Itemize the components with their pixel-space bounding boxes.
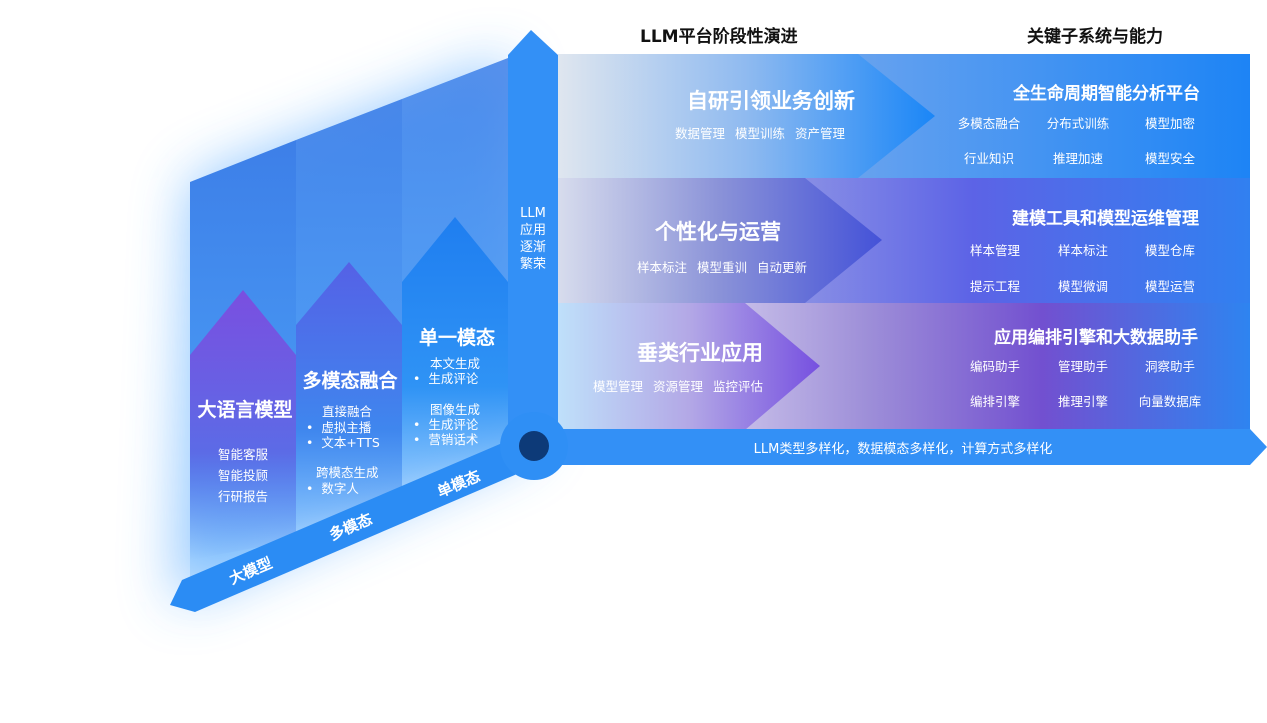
group-heading: 本文生成 [430, 356, 481, 371]
horizontal-axis-label: LLM类型多样化，数据模态多样化，计算方式多样化 [753, 442, 1053, 457]
system-2-title: 建模工具和模型运维管理 [1012, 209, 1199, 229]
header-evolution: LLM平台阶段性演进 [640, 27, 798, 47]
bullet-item: • 文本+TTS [306, 434, 380, 451]
column-llm-items: 智能客服 智能投顾 行研报告 [218, 444, 268, 507]
capability-item: 样本标注 [1057, 243, 1108, 258]
group-heading: 跨模态生成 [316, 465, 379, 480]
arrow-unimodal [402, 217, 508, 500]
label-line: 应用 [519, 223, 546, 238]
capability-item: 样本管理 [969, 243, 1020, 258]
column-title-unimodal: 单一模态 [418, 327, 496, 349]
capability-item: 模型加密 [1144, 116, 1195, 131]
origin-dot [519, 431, 549, 461]
diagonal-axis-arrow [170, 432, 545, 612]
bullet-dot: • [306, 420, 314, 435]
bullet-dot: • [306, 435, 314, 450]
capability-item: 模型安全 [1144, 151, 1195, 166]
stage-1-title: 自研引领业务创新 [687, 89, 855, 113]
column-item: 行研报告 [217, 489, 269, 504]
bullet-item: • 数字人 [306, 480, 359, 497]
arrow-llm [190, 290, 296, 560]
bullet-text: 虚拟主播 [321, 420, 372, 435]
system-3-title: 应用编排引擎和大数据助手 [994, 328, 1198, 348]
system-1-title: 全生命周期智能分析平台 [1013, 84, 1200, 104]
bullet-dot: • [306, 481, 314, 496]
bullet-text: 生成评论 [428, 371, 479, 386]
capability-item: 推理加速 [1052, 151, 1103, 166]
stage-2-subtitle: 样本标注 模型重训 自动更新 [637, 260, 807, 275]
chevron-3 [558, 303, 820, 430]
capability-item: 多模态融合 [957, 116, 1021, 131]
capability-item: 推理引擎 [1057, 394, 1108, 409]
capability-item: 编码助手 [969, 359, 1020, 374]
bullet-text: 数字人 [321, 481, 359, 496]
capability-item: 分布式训练 [1046, 116, 1110, 131]
column-item: 智能客服 [217, 447, 269, 462]
horizontal-axis-arrow [540, 429, 1267, 465]
chevron-2 [558, 178, 882, 303]
capability-item: 向量数据库 [1138, 394, 1202, 409]
column-item: 智能投顾 [217, 468, 269, 483]
capability-item: 模型仓库 [1144, 243, 1195, 258]
bullet-item: • 营销话术 [413, 431, 478, 448]
bullet-text: 生成评论 [428, 417, 479, 432]
label-line: 逐渐 [519, 240, 546, 255]
label-line: LLM [520, 206, 546, 221]
capability-item: 提示工程 [969, 279, 1020, 294]
group-heading: 直接融合 [322, 404, 373, 419]
bullet-item: • 虚拟主播 [306, 419, 371, 436]
capability-item: 编排引擎 [969, 394, 1020, 409]
bullet-dot: • [413, 432, 421, 447]
capability-item: 管理助手 [1057, 359, 1108, 374]
capability-item: 模型微调 [1057, 279, 1108, 294]
stage-3-title: 垂类行业应用 [637, 341, 763, 365]
vertical-axis-arrow [508, 30, 558, 446]
vertical-axis-label: LLM 应用 逐渐 繁荣 [518, 205, 548, 273]
capability-item: 模型运营 [1144, 279, 1195, 294]
chevron-1 [558, 54, 935, 178]
column-title-llm: 大语言模型 [197, 399, 293, 421]
header-capabilities: 关键子系统与能力 [1027, 27, 1163, 47]
label-line: 繁荣 [519, 257, 546, 272]
column-title-multimodal: 多模态融合 [302, 370, 398, 392]
bullet-item: • 生成评论 [413, 370, 478, 387]
bullet-dot: • [413, 371, 421, 386]
bullet-text: 文本+TTS [321, 435, 380, 450]
bullet-dot: • [413, 417, 421, 432]
capability-item: 洞察助手 [1144, 359, 1195, 374]
arrow-multimodal [296, 262, 402, 540]
stage-3-subtitle: 模型管理 资源管理 监控评估 [593, 379, 763, 394]
stage-1-subtitle: 数据管理 模型训练 资产管理 [675, 126, 845, 141]
bullet-item: • 生成评论 [413, 416, 478, 433]
stage-2-title: 个性化与运营 [655, 220, 781, 244]
capability-item: 行业知识 [963, 151, 1014, 166]
bullet-text: 营销话术 [428, 432, 479, 447]
group-heading: 图像生成 [430, 402, 481, 417]
